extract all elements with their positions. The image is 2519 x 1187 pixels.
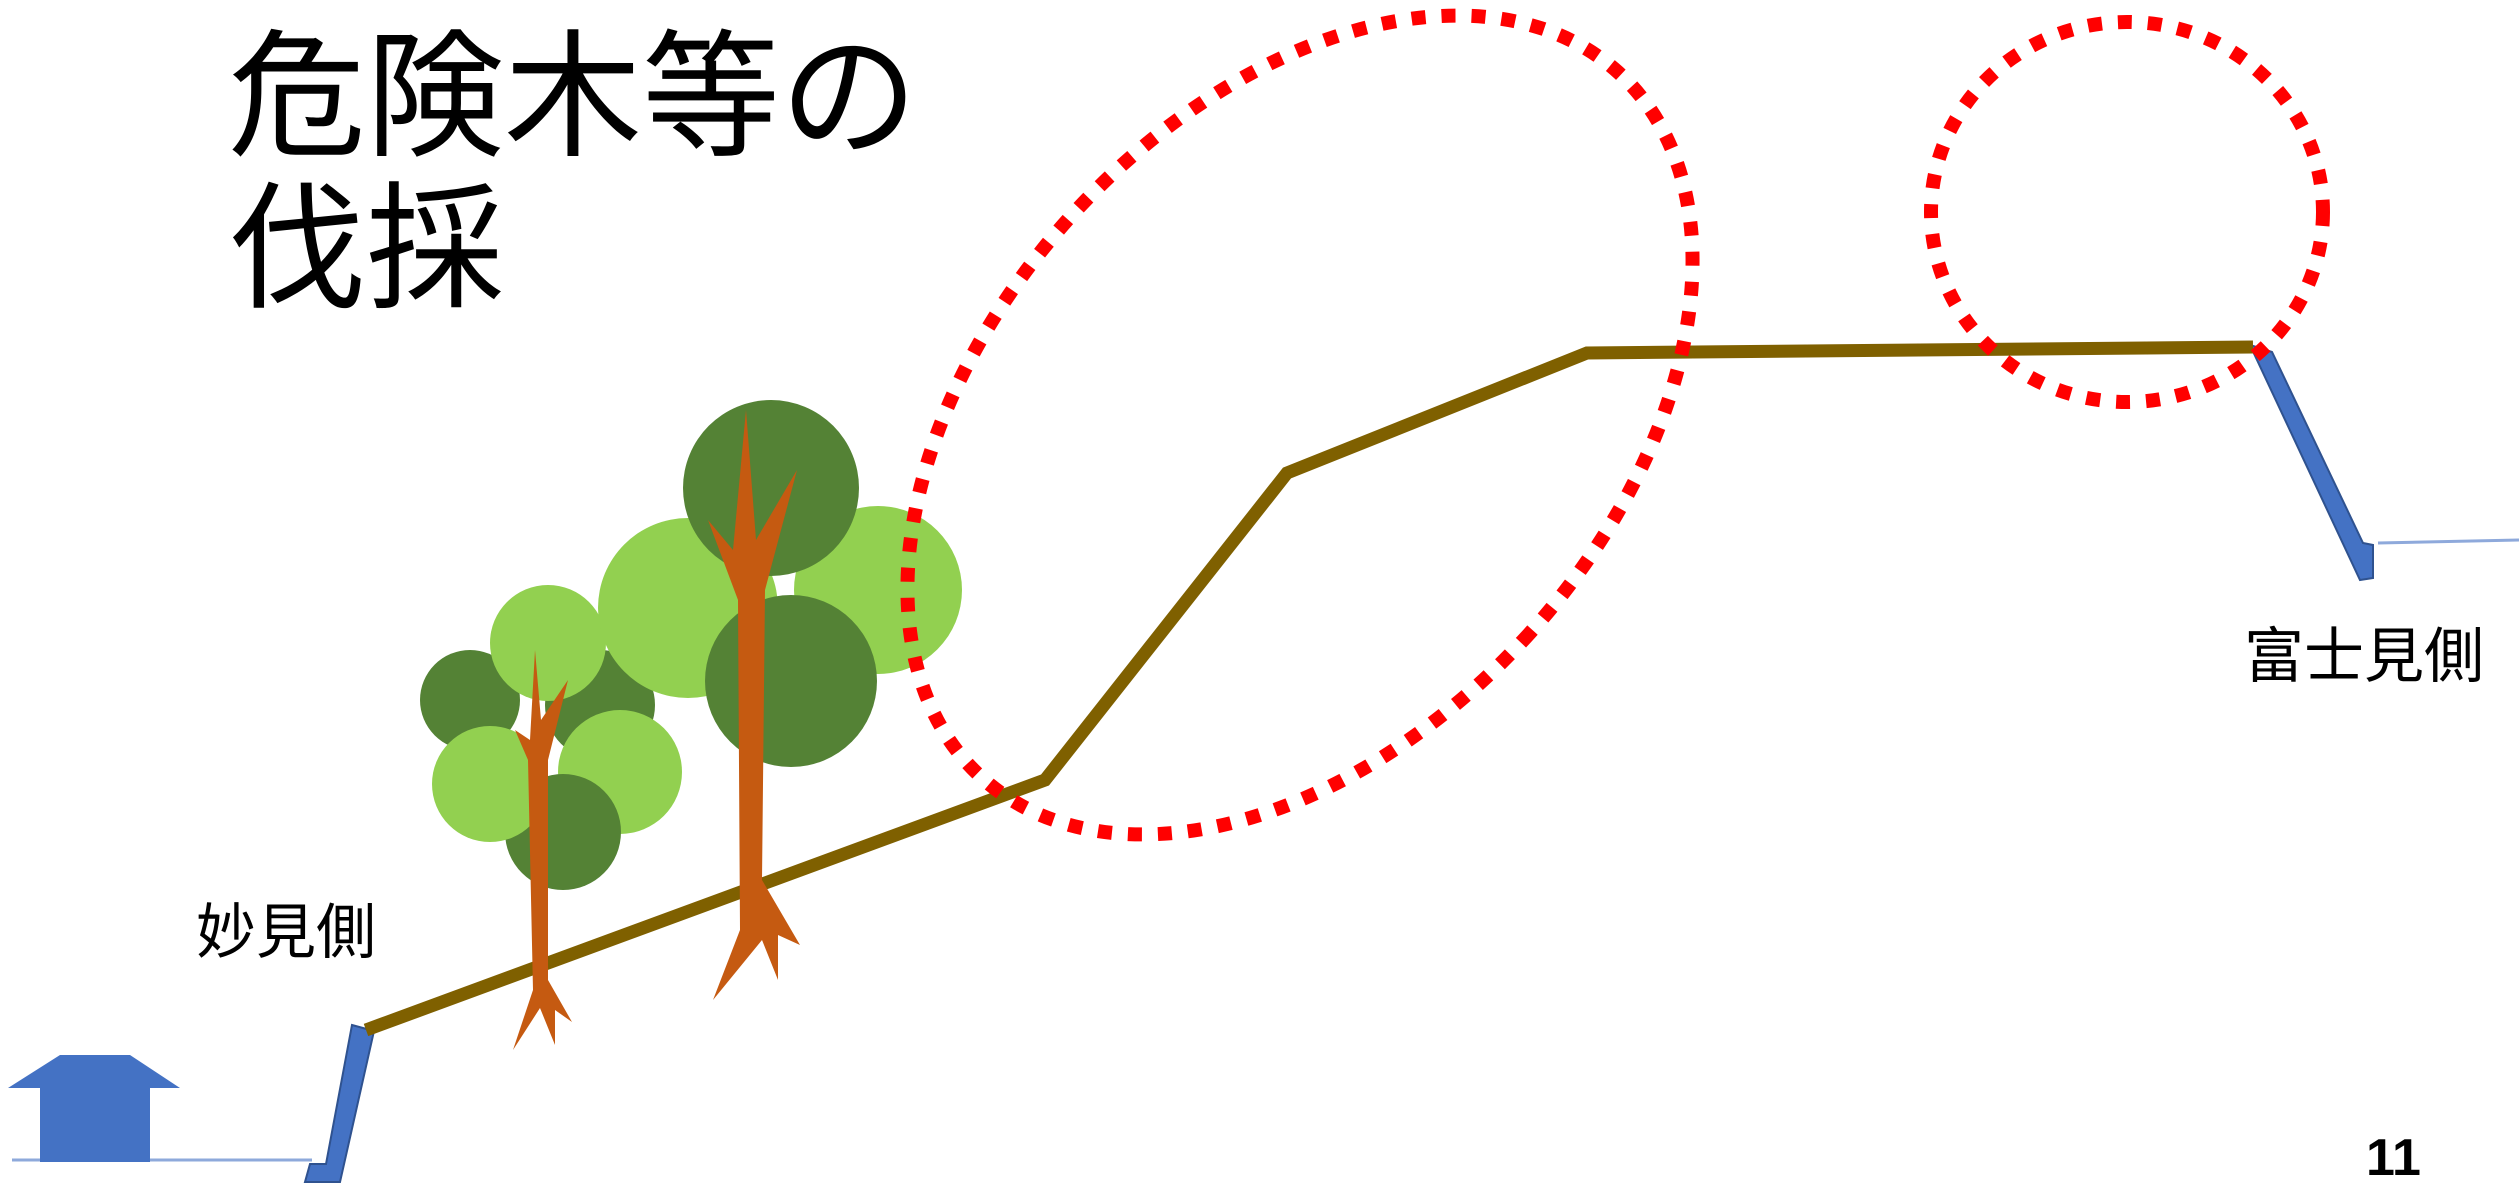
slide-title: 危険木等の 伐採 <box>228 22 988 326</box>
page-number: 11 <box>2366 1129 2421 1187</box>
target-area-top <box>1924 15 2330 409</box>
left-retaining-wall <box>303 1023 376 1183</box>
tree-cluster <box>420 400 962 1050</box>
tree-icon <box>683 400 859 576</box>
tree-trunk-left <box>513 650 572 1050</box>
tree-trunk-right <box>708 410 800 1000</box>
ground-profile-line <box>363 340 2254 1037</box>
target-area-slope <box>900 8 1700 842</box>
myoko-side-label: 妙見側 <box>196 898 376 968</box>
right-water-line <box>2377 538 2519 545</box>
tree-icon <box>420 650 520 750</box>
up-arrow-icon <box>8 1055 180 1162</box>
slide-title-line-1: 危険木等の <box>228 17 919 178</box>
right-retaining-wall <box>2248 343 2374 582</box>
tree-icon <box>705 595 877 767</box>
tree-icon <box>490 585 606 701</box>
slide-title-line-2: 伐採 <box>228 169 505 330</box>
fujimi-side-label: 富士見側 <box>2244 622 2484 692</box>
tree-icon <box>432 726 548 842</box>
